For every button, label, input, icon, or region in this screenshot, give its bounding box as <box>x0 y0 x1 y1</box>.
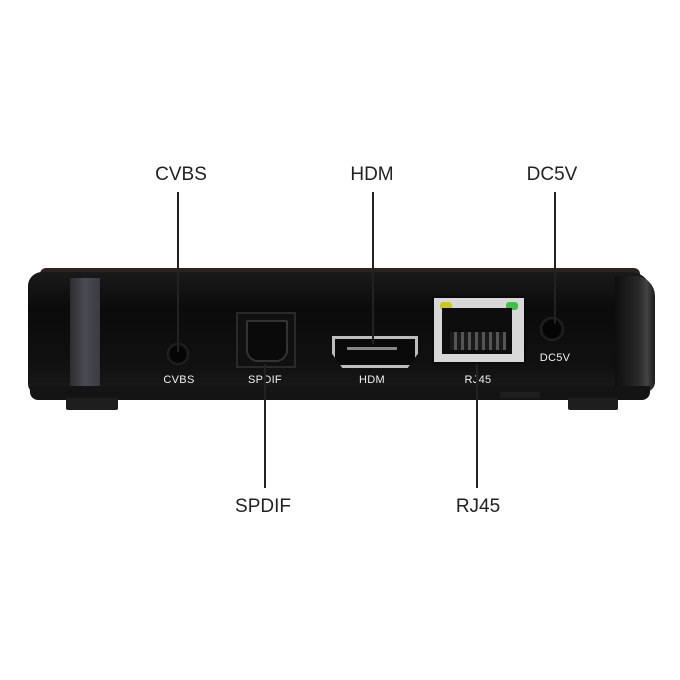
callout-hdmi: HDM <box>350 164 394 185</box>
callout-dc5v: DC5V <box>526 164 578 185</box>
device-foot-right <box>568 398 618 410</box>
port-label-dc5v: DC5V <box>539 352 571 364</box>
callout-line-rj45 <box>476 364 478 488</box>
callout-line-dc5v <box>554 192 556 324</box>
callout-line-spdif <box>264 364 266 488</box>
device-foot-middle <box>500 392 540 398</box>
port-label-cvbs: CVBS <box>163 374 195 386</box>
rj45-socket <box>442 308 512 354</box>
device-gloss-highlight <box>70 278 100 390</box>
callout-rj45: RJ45 <box>455 496 501 517</box>
rj45-led-right <box>506 302 518 310</box>
device-foot-left <box>66 398 118 410</box>
device-bottom <box>30 386 650 400</box>
callout-spdif: SPDIF <box>235 496 291 517</box>
rj45-pins <box>450 332 506 350</box>
rj45-port <box>432 296 526 364</box>
hdmi-pin-strip <box>347 347 397 350</box>
callout-line-hdmi <box>372 192 374 344</box>
callout-cvbs: CVBS <box>155 164 207 185</box>
rj45-led-left <box>440 302 452 310</box>
dc5v-port <box>540 317 564 341</box>
cvbs-port <box>167 343 189 365</box>
port-label-hdmi: HDM <box>359 374 385 386</box>
device-right-side <box>615 276 655 392</box>
hdmi-port <box>332 336 418 368</box>
callout-line-cvbs <box>177 192 179 352</box>
port-label-rj45: RJ45 <box>464 374 492 386</box>
spdif-port <box>236 312 296 368</box>
spdif-port-inner <box>246 320 288 362</box>
